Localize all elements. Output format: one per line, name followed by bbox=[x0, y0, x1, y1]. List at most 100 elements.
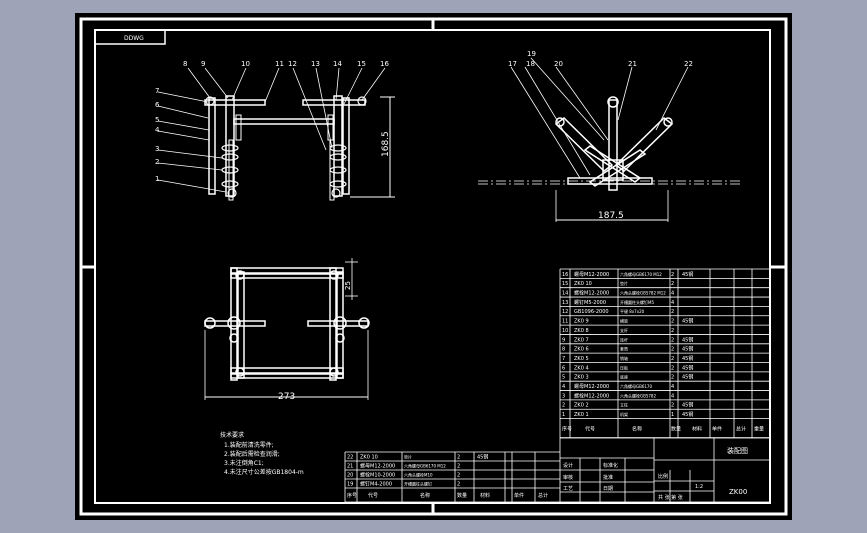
bom-cell: 压板 bbox=[620, 364, 628, 370]
bom-header-cell: 总计 bbox=[736, 426, 746, 433]
date-label: 日期 bbox=[603, 486, 613, 492]
bom-cell: ZK0 3 bbox=[574, 375, 589, 381]
front-leaders bbox=[157, 67, 386, 193]
plan-width-dimension: 273 bbox=[278, 392, 295, 402]
title-block bbox=[559, 437, 771, 503]
bom-cell: 支杆 bbox=[620, 327, 628, 333]
lower-bom-cell: 2 bbox=[457, 455, 460, 461]
tech-line-3: 3.未注倒角C1; bbox=[224, 459, 264, 467]
bom-cell: 14 bbox=[562, 291, 568, 297]
balloon-2: 2 bbox=[155, 158, 159, 166]
bom-cell: ZK0 1 bbox=[574, 412, 589, 418]
balloon-4: 4 bbox=[155, 126, 160, 134]
bom-cell: 2 bbox=[671, 319, 674, 325]
balloon-21: 21 bbox=[628, 60, 637, 68]
balloon-1: 1 bbox=[155, 175, 159, 183]
bom-cell: 螺栓M12-2000 bbox=[574, 392, 609, 399]
lower-bom-cell: 22 bbox=[347, 455, 353, 461]
tech-line-2: 2.装配后需检查润滑; bbox=[224, 450, 280, 458]
bom-cell: 4 bbox=[671, 393, 674, 399]
bom-cell: 2 bbox=[671, 272, 674, 278]
bom-cell: 5 bbox=[562, 375, 565, 381]
tech-title: 技术要求 bbox=[220, 431, 244, 439]
tech-line-4: 4.未注尺寸公差按GB1804-m bbox=[224, 468, 304, 476]
bom-cell: 2 bbox=[562, 403, 565, 409]
bom-cell: 套筒 bbox=[620, 346, 628, 352]
bom-header-cell: 数量 bbox=[671, 426, 681, 433]
balloon-9: 9 bbox=[201, 60, 205, 68]
bom-header-cell: 重量 bbox=[754, 426, 764, 433]
lower-bom-cell: 2 bbox=[457, 473, 460, 479]
plan-small-dimension: 25 bbox=[344, 281, 352, 290]
bom-cell: 螺母M12-2000 bbox=[574, 271, 609, 278]
plan-view bbox=[204, 258, 370, 400]
bom-cell: 2 bbox=[671, 337, 674, 343]
bom-cell: 2 bbox=[671, 356, 674, 362]
tech-requirements: 技术要求 1.装配前清洗零件; 2.装配后需检查润滑; 3.未注倒角C1; 4.… bbox=[220, 431, 304, 476]
bom-cell: 9 bbox=[562, 337, 565, 343]
bom-cell: 六角螺母GB6170 bbox=[620, 383, 652, 389]
bom-cell: 11 bbox=[562, 319, 568, 325]
bom-cell: 六角头螺栓GB5782 M12 bbox=[620, 290, 666, 296]
scale-label: 比例 bbox=[658, 473, 668, 480]
bom-cell: 7 bbox=[562, 356, 565, 362]
bom-cell: ZK0 9 bbox=[574, 319, 589, 325]
bom-header-cell: 代号 bbox=[585, 426, 595, 433]
balloon-11: 11 bbox=[275, 60, 284, 68]
lower-bom-header: 代号 bbox=[368, 492, 378, 499]
drawing-number: ZK00 bbox=[729, 488, 747, 496]
balloon-10: 10 bbox=[241, 60, 250, 68]
bom-cell: 销轴 bbox=[620, 355, 628, 361]
bom-cell: 六角螺母GB6170 M12 bbox=[620, 271, 662, 277]
bom-cell: 3 bbox=[562, 393, 565, 399]
bom-cell: 15 bbox=[562, 281, 568, 287]
lower-bom-cell: 45钢 bbox=[477, 454, 488, 461]
bom-cell: 45钢 bbox=[682, 346, 693, 353]
bom-cell: 螺钉M5-2000 bbox=[574, 299, 606, 306]
lower-bom-header: 序号 bbox=[347, 492, 357, 499]
balloon-8: 8 bbox=[183, 60, 187, 68]
lower-bom-header: 总计 bbox=[538, 492, 548, 499]
code-label: DDWG bbox=[124, 35, 144, 42]
bom-cell: 螺母M12-2000 bbox=[574, 383, 609, 390]
bom-cell: 45钢 bbox=[682, 364, 693, 371]
balloon-6: 6 bbox=[155, 101, 160, 109]
approver-label: 批准 bbox=[603, 474, 613, 481]
bom-cell: 6 bbox=[562, 365, 565, 371]
lower-bom-cell: ZK0 10 bbox=[360, 455, 378, 461]
balloon-16: 16 bbox=[380, 60, 389, 68]
bom-cell: 六角头螺栓GB5782 bbox=[620, 392, 656, 398]
lower-bom-cell: 螺栓M10-2000 bbox=[360, 472, 395, 479]
side-leaders bbox=[510, 57, 689, 179]
bom-cell: 立柱 bbox=[620, 402, 628, 408]
bom-cell: ZK0 8 bbox=[574, 328, 589, 334]
balloon-3: 3 bbox=[155, 145, 159, 153]
bom-cell: ZK0 4 bbox=[574, 365, 589, 371]
balloon-12: 12 bbox=[288, 60, 297, 68]
lower-bom-cell: 20 bbox=[347, 473, 353, 479]
balloon-22: 22 bbox=[684, 60, 693, 68]
bom-cell: 45钢 bbox=[682, 374, 693, 381]
lower-bom-header: 数量 bbox=[457, 492, 467, 499]
bom-cell: 平键 8x7x20 bbox=[620, 308, 645, 314]
bom-cell: ZK0 10 bbox=[574, 281, 592, 287]
process-label: 工艺 bbox=[563, 486, 573, 492]
tech-line-1: 1.装配前清洗零件; bbox=[224, 441, 274, 449]
code-box bbox=[94, 29, 166, 45]
balloon-14: 14 bbox=[333, 60, 342, 68]
bom-cell: ZK0 2 bbox=[574, 403, 589, 409]
bom-cell: 螺栓M12-2000 bbox=[574, 290, 609, 297]
bom-cell: 2 bbox=[671, 375, 674, 381]
lower-bom-cell: 螺钉M4-2000 bbox=[360, 481, 392, 488]
lower-bom-cell: 六角螺母GB6170 M12 bbox=[404, 463, 446, 469]
bom-cell: 45钢 bbox=[682, 271, 693, 278]
bom-cell: 45钢 bbox=[682, 318, 693, 325]
bom-header-cell: 单件 bbox=[712, 426, 722, 433]
lower-bom-cell: 六角头螺栓M10 bbox=[404, 472, 433, 478]
scale-value: 1:2 bbox=[695, 484, 703, 490]
bom-cell: 2 bbox=[671, 281, 674, 287]
bom-cell: 45钢 bbox=[682, 355, 693, 362]
